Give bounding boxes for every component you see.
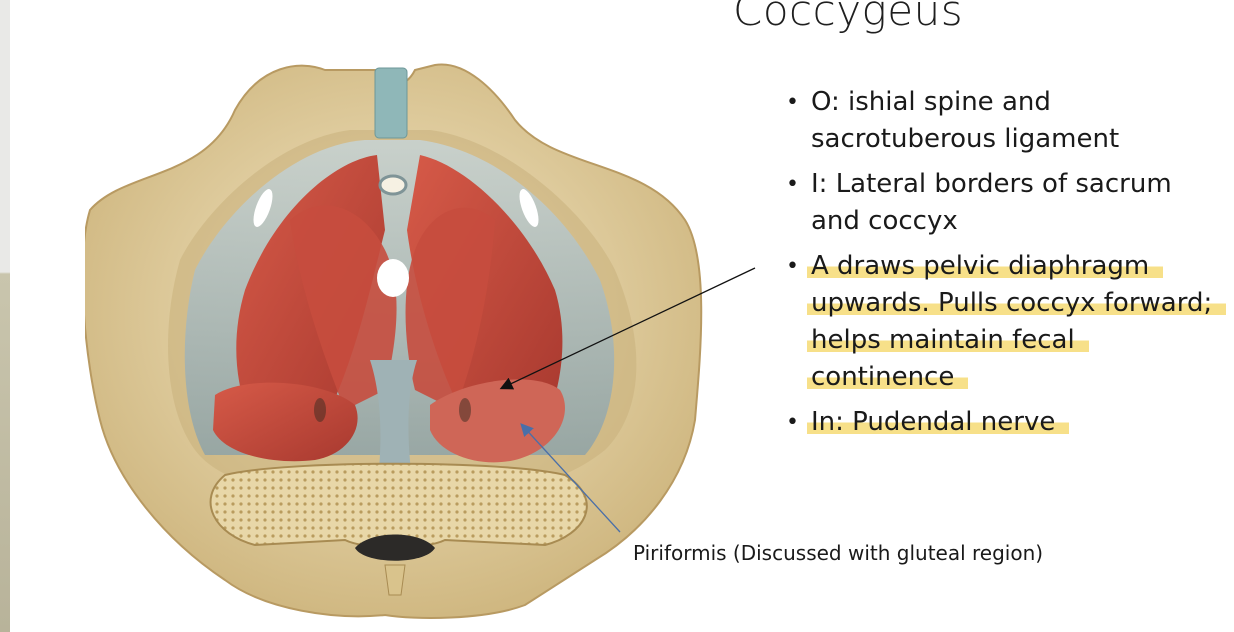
- window-left-edge: [0, 0, 10, 632]
- piriformis-caption: Piriformis (Discussed with gluteal regio…: [633, 541, 1044, 565]
- bullet-list: • O: ishial spine and sacrotuberous liga…: [786, 84, 1227, 449]
- bullet-origin: • O: ishial spine and sacrotuberous liga…: [786, 84, 1226, 158]
- bullet-dot-icon: •: [786, 172, 799, 197]
- bullet-text-highlighted: A draws pelvic diaphragm upwards. Pulls …: [807, 251, 1227, 392]
- bullet-text: I: Lateral borders of sacrum and coccyx: [811, 169, 1172, 236]
- pelvic-floor-illustration: [85, 63, 703, 619]
- bullet-dot-icon: •: [786, 254, 799, 279]
- bullet-innervation: • In: Pudendal nerve: [786, 404, 1226, 441]
- slide-title: Coccygeus: [733, 0, 964, 35]
- bullet-dot-icon: •: [786, 410, 799, 435]
- bullet-dot-icon: •: [786, 90, 799, 115]
- bullet-insertion: • I: Lateral borders of sacrum and coccy…: [786, 166, 1226, 240]
- bullet-text: O: ishial spine and sacrotuberous ligame…: [811, 87, 1120, 154]
- bullet-text-highlighted: In: Pudendal nerve: [807, 407, 1070, 437]
- bullet-action: • A draws pelvic diaphragm upwards. Pull…: [786, 248, 1227, 396]
